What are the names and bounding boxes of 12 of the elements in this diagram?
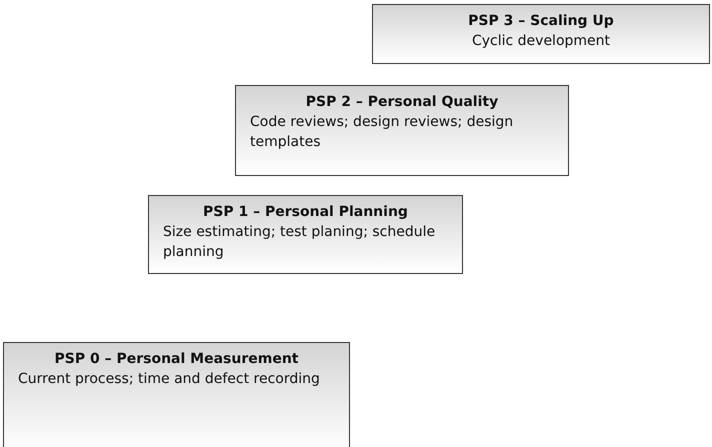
stage-title: PSP 1 – Personal Planning [202, 204, 409, 220]
stage-description: Code reviews; design reviews; design templates [250, 113, 514, 152]
stage-description: Current process; time and defect recording [18, 370, 321, 389]
stage-description: Cyclic development [470, 32, 612, 51]
stage-box [148, 195, 463, 274]
stage-title: PSP 2 – Personal Quality [304, 94, 500, 110]
stage-box [3, 342, 350, 447]
stage-box [235, 85, 569, 176]
stage-description: Size estimating; test planing; schedule planning [163, 223, 436, 262]
stage-title: PSP 3 – Scaling Up [467, 13, 615, 29]
stage-box [372, 4, 710, 64]
stage-title: PSP 0 – Personal Measurement [54, 351, 300, 367]
